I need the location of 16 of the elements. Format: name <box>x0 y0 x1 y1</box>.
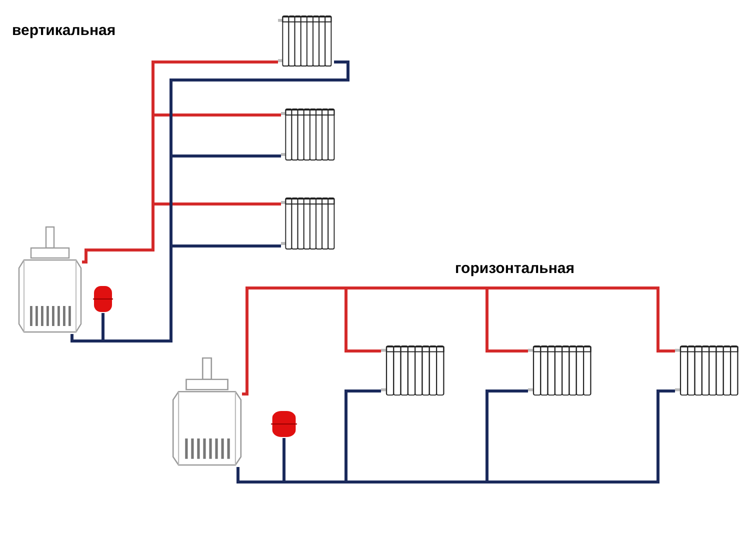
radiator-drawing <box>278 15 334 68</box>
boiler-drawing <box>18 226 82 334</box>
scheme-title: горизонтальная <box>455 259 574 279</box>
pipe <box>236 438 286 484</box>
pipe <box>242 286 675 396</box>
expansion-tank <box>93 285 113 313</box>
pipe <box>82 202 281 264</box>
boiler-drawing <box>172 357 242 467</box>
radiator-drawing <box>528 345 594 397</box>
radiator-drawing <box>675 345 741 397</box>
expansion-tank <box>271 410 297 438</box>
scheme-title: вертикальная <box>12 21 116 41</box>
pipe <box>70 313 104 342</box>
radiator-drawing <box>281 108 337 162</box>
radiator-drawing <box>281 197 337 251</box>
radiator-drawing <box>381 345 447 397</box>
